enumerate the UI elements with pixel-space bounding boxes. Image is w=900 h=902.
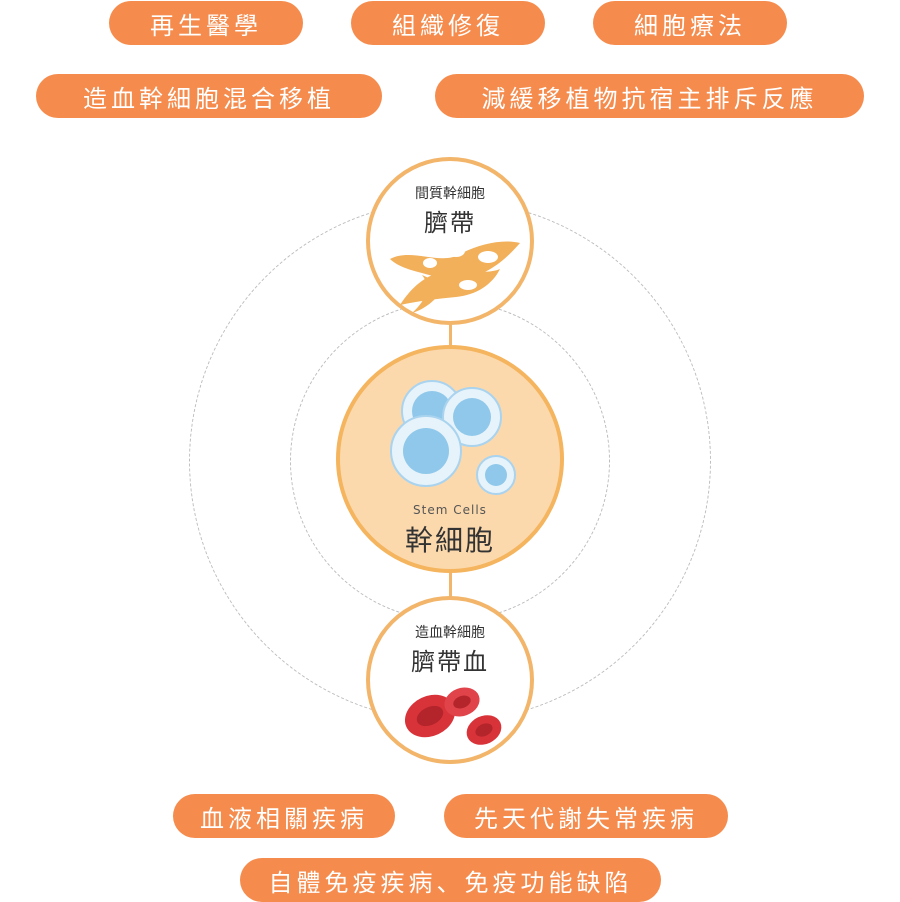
connector-bottom (449, 572, 452, 602)
node-center-subtitle: Stem Cells (413, 503, 487, 517)
tag-regenerative-medicine[interactable]: 再生醫學 (109, 1, 303, 45)
tag-cell-therapy[interactable]: 細胞療法 (593, 1, 787, 45)
node-top-subtitle: 間質幹細胞 (415, 186, 485, 202)
mesenchymal-cell-icon (390, 241, 520, 313)
node-stem-cells[interactable]: Stem Cells 幹細胞 (336, 345, 564, 573)
node-center-title: 幹細胞 (404, 524, 495, 557)
connector-top (449, 320, 452, 350)
tag-autoimmune-immunodeficiency[interactable]: 自體免疫疾病、免疫功能缺陷 (240, 858, 661, 902)
red-blood-cells-icon (404, 687, 502, 745)
tag-blood-diseases[interactable]: 血液相關疾病 (173, 794, 395, 838)
tag-tissue-repair[interactable]: 組織修復 (351, 1, 545, 45)
node-cord-blood[interactable]: 造血幹細胞 臍帶血 (366, 596, 534, 764)
node-bottom-subtitle: 造血幹細胞 (415, 625, 485, 641)
tag-congenital-metabolic-disorders[interactable]: 先天代謝失常疾病 (444, 794, 728, 838)
node-top-title: 臍帶 (424, 209, 476, 237)
node-bottom-title: 臍帶血 (411, 648, 489, 676)
tag-reduce-gvhd[interactable]: 減緩移植物抗宿主排斥反應 (435, 74, 864, 118)
tag-hsc-mixed-transplant[interactable]: 造血幹細胞混合移植 (36, 74, 382, 118)
stem-cells-icon (390, 380, 516, 495)
node-umbilical-cord[interactable]: 間質幹細胞 臍帶 (366, 157, 534, 325)
